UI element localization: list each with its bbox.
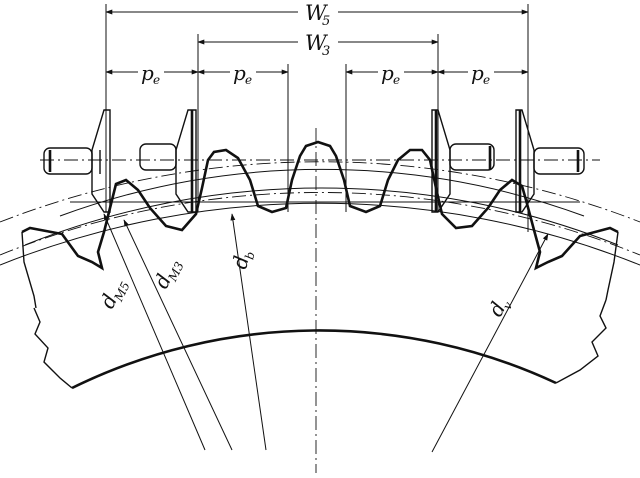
gear-body — [0, 161, 640, 390]
label-dm3: d M3 — [149, 259, 187, 292]
label-dv: d v — [483, 298, 515, 321]
label-dm5: d M5 — [95, 280, 133, 313]
svg-text:e: e — [393, 73, 400, 87]
extension-lines — [105, 4, 529, 232]
svg-text:p: p — [141, 61, 154, 85]
label-w3: W 3 — [298, 30, 338, 59]
label-pe-4: p e — [468, 61, 494, 87]
label-pe-1: p e — [138, 61, 164, 87]
svg-text:5: 5 — [322, 14, 330, 29]
svg-text:3: 3 — [322, 44, 330, 59]
svg-text:e: e — [245, 73, 252, 87]
label-w5: W 5 — [298, 0, 338, 29]
svg-text:p: p — [233, 61, 246, 85]
label-db: d b — [227, 250, 257, 272]
right-micrometer-anvil — [431, 109, 585, 213]
svg-text:e: e — [153, 73, 160, 87]
spindle-axis — [40, 159, 600, 203]
label-pe-2: p e — [230, 61, 256, 87]
svg-text:d: d — [227, 254, 253, 272]
svg-text:W: W — [305, 1, 329, 25]
label-pe-3: p e — [378, 61, 404, 87]
left-micrometer-anvil — [43, 109, 197, 213]
svg-text:p: p — [471, 61, 484, 85]
svg-text:b: b — [242, 250, 257, 260]
svg-text:e: e — [483, 73, 490, 87]
diameter-leaders — [103, 213, 549, 453]
gear-teeth — [21, 140, 619, 309]
svg-text:W: W — [305, 31, 329, 55]
svg-text:p: p — [381, 61, 394, 85]
